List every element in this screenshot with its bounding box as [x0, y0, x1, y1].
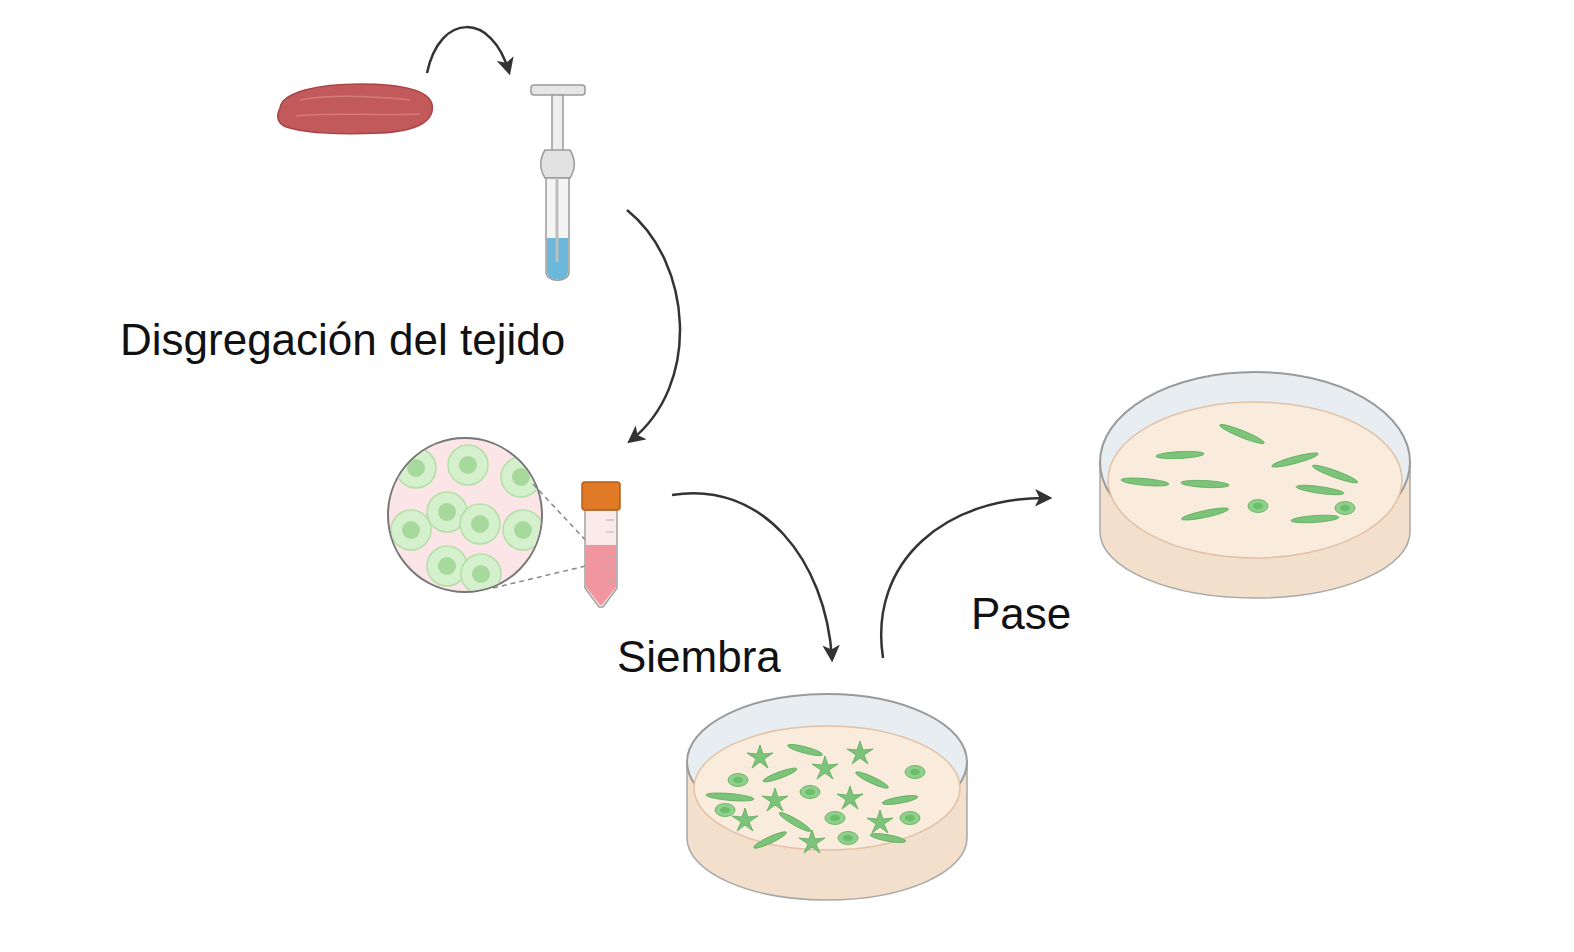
petri-dish — [687, 694, 967, 900]
homogenizer — [531, 85, 585, 280]
cell-magnification — [388, 438, 543, 594]
step-label: Disgregación del tejido — [120, 314, 565, 367]
step-label: Siembra — [617, 631, 781, 684]
seeded-cells — [706, 741, 925, 853]
petri-dish — [1100, 372, 1410, 598]
zoom-leader — [493, 484, 590, 588]
step-label: Pase — [971, 588, 1071, 641]
falcon-tube — [582, 482, 620, 607]
tissue-piece — [278, 84, 433, 134]
passaged-cells — [1121, 422, 1359, 524]
tissue-texture — [296, 96, 420, 116]
